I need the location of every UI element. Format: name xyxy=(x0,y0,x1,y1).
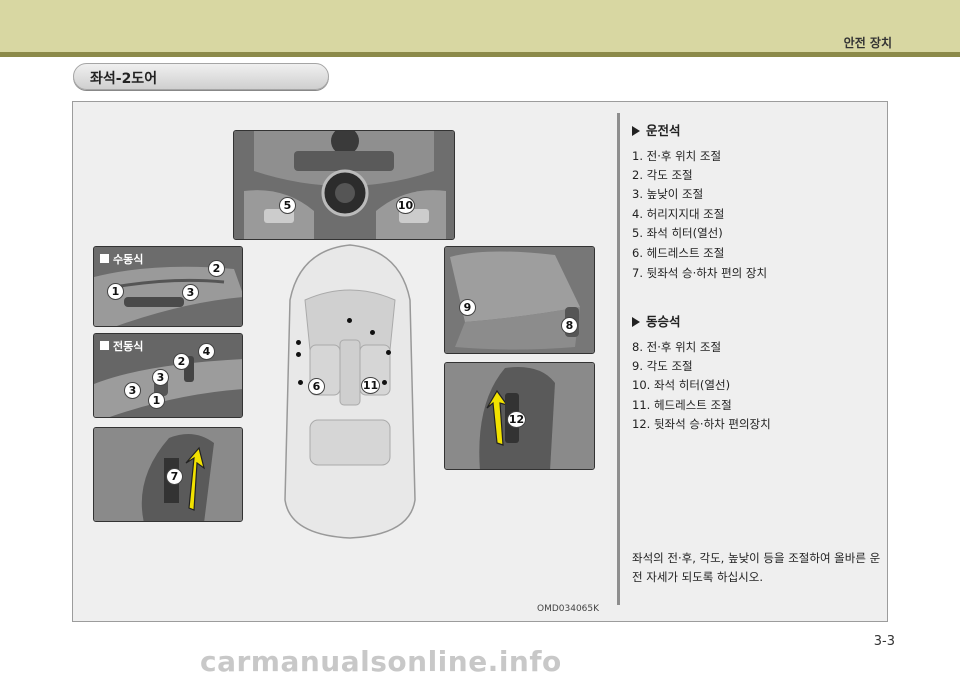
callout-3: 3 xyxy=(182,284,199,301)
passenger-item-9: 9. 각도 조절 xyxy=(632,359,693,373)
car-top-view: 6 11 xyxy=(270,240,430,540)
callout-2: 2 xyxy=(173,353,190,370)
passenger-easy-access-image: 12 xyxy=(444,362,595,470)
adjustment-note: 좌석의 전·후, 각도, 높낮이 등을 조절하여 올바른 운전 자세가 되도록 … xyxy=(632,551,881,584)
callout-4: 4 xyxy=(198,343,215,360)
driver-item-2: 2. 각도 조절 xyxy=(632,168,693,182)
callout-1: 1 xyxy=(148,392,165,409)
passenger-item-11: 11. 헤드레스트 조절 xyxy=(632,398,732,412)
section-title-pill: 좌석-2도어 xyxy=(73,63,329,90)
driver-heading: 운전석 xyxy=(632,120,681,139)
triangle-bullet-icon xyxy=(632,317,640,327)
top-banner xyxy=(0,0,960,56)
column-divider xyxy=(617,113,620,605)
callout-6: 6 xyxy=(308,378,325,395)
center-console-image: 5 10 xyxy=(233,130,455,240)
leader-dot xyxy=(298,380,303,385)
callout-1: 1 xyxy=(107,283,124,300)
driver-easy-access-image: 7 xyxy=(93,427,243,522)
callout-11: 11 xyxy=(361,377,380,394)
leader-dot xyxy=(386,350,391,355)
passenger-item-10: 10. 좌석 히터(열선) xyxy=(632,378,731,392)
watermark: carmanualsonline.info xyxy=(200,645,562,678)
leader-dot xyxy=(296,340,301,345)
leader-dot xyxy=(347,318,352,323)
square-bullet-icon xyxy=(100,254,109,263)
driver-item-3: 3. 높낮이 조절 xyxy=(632,187,704,201)
callout-2: 2 xyxy=(208,260,225,277)
callout-5: 5 xyxy=(279,197,296,214)
callout-12: 12 xyxy=(507,411,526,428)
triangle-bullet-icon xyxy=(632,126,640,136)
passenger-item-12: 12. 뒷좌석 승·하차 편의장치 xyxy=(632,417,771,431)
page-number: 3-3 xyxy=(873,634,895,649)
section-title: 좌석-2도어 xyxy=(90,71,158,87)
callout-8: 8 xyxy=(561,317,578,334)
leader-dot xyxy=(296,352,301,357)
manual-seat-image: 수동식 2 1 3 xyxy=(93,246,243,327)
driver-item-1: 1. 전·후 위치 조절 xyxy=(632,149,722,163)
callout-3: 3 xyxy=(152,369,169,386)
passenger-seat-image: 9 8 xyxy=(444,246,595,354)
callout-10: 10 xyxy=(396,197,415,214)
driver-item-7: 7. 뒷좌석 승·하차 편의 장치 xyxy=(632,266,768,280)
figure-caption: OMD034065K xyxy=(537,604,600,614)
leader-dot xyxy=(370,330,375,335)
callout-7: 7 xyxy=(166,468,183,485)
leader-dot xyxy=(382,380,387,385)
passenger-item-8: 8. 전·후 위치 조절 xyxy=(632,340,722,354)
top-banner-rule xyxy=(0,52,960,57)
callout-9: 9 xyxy=(459,299,476,316)
driver-item-6: 6. 헤드레스트 조절 xyxy=(632,246,725,260)
driver-item-5: 5. 좌석 히터(열선) xyxy=(632,226,723,240)
passenger-heading: 동승석 xyxy=(632,311,681,330)
driver-item-4: 4. 허리지지대 조절 xyxy=(632,207,725,221)
chapter-title: 안전 장치 xyxy=(843,36,892,50)
power-seat-image: 전동식 4 2 3 3 1 xyxy=(93,333,243,418)
power-seat-label: 전동식 xyxy=(100,338,143,354)
manual-seat-label: 수동식 xyxy=(100,251,143,267)
square-bullet-icon xyxy=(100,341,109,350)
callout-3: 3 xyxy=(124,382,141,399)
